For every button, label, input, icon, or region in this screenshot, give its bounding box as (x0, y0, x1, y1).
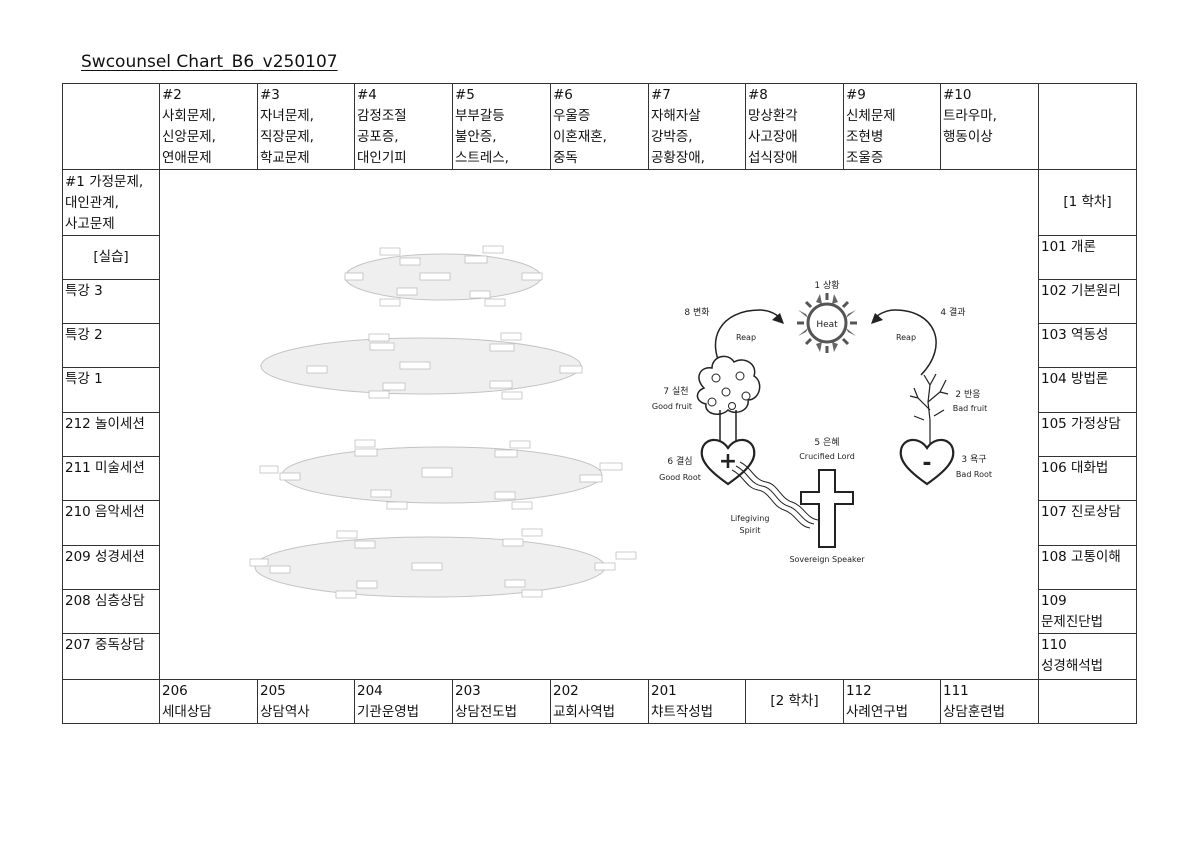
left-cell-1: #1 가정문제, 대인관계, 사고문제 (62, 169, 160, 236)
bottom-cell-202: 202 교회사역법 (550, 679, 649, 724)
good-root-heart-icon (700, 438, 756, 486)
left-cell-210: 210 음악세션 (62, 500, 160, 546)
left-cell-special-1: 특강 1 (62, 367, 160, 413)
result-label: 4 결과 (940, 307, 965, 318)
bad-root-label: Bad Root (956, 470, 992, 479)
reap-arrow-left-icon (772, 313, 784, 324)
spirit-label: Spirit (739, 526, 760, 535)
top-cell-3: #3 자녀문제, 직장문제, 학교문제 (257, 83, 355, 170)
top-cell-num: #4 (357, 87, 377, 103)
bad-root-heart-icon (899, 438, 955, 486)
reaction-label: 2 반응 (955, 389, 980, 400)
top-cell-num: #9 (846, 87, 866, 103)
good-fruit-label: Good fruit (652, 402, 692, 411)
top-cell-4: #4 감정조절 공포증, 대인기피 (354, 83, 453, 170)
change-label: 8 변화 (684, 307, 709, 318)
top-cell-2: #2 사회문제, 신앙문제, 연애문제 (159, 83, 258, 170)
desire-label: 3 욕구 (961, 454, 986, 465)
corner-cell-top-left (62, 83, 160, 170)
top-cell-num: #5 (455, 87, 475, 103)
bottom-cell-203: 203 상담전도법 (452, 679, 551, 724)
right-cell-108: 108 고통이해 (1038, 545, 1137, 590)
right-cell-106: 106 대화법 (1038, 456, 1137, 501)
top-cell-text: 우울증 이혼재혼, 중독 (553, 108, 607, 166)
corner-cell-bottom-right (1038, 679, 1137, 724)
right-cell-term-1: [1 학차] (1038, 169, 1137, 236)
left-cell-practice: [실습] (62, 235, 160, 280)
bottom-cell-term-2: [2 학차] (745, 679, 844, 724)
right-cell-102: 102 기본원리 (1038, 279, 1137, 324)
good-root-label: Good Root (659, 473, 701, 482)
left-cell-special-3: 특강 3 (62, 279, 160, 324)
left-cell-208: 208 심층상담 (62, 589, 160, 634)
top-cell-text: 부부갈등 불안증, 스트레스, (455, 108, 509, 166)
top-cell-num: #8 (748, 87, 768, 103)
decision-label: 6 결심 (667, 456, 692, 467)
center-diagram-area: Heat 1 상황 8 변화 4 결과 Reap Reap 7 실천 Good … (249, 245, 992, 599)
left-cell-207: 207 중독상담 (62, 633, 160, 680)
plus-sign: + (719, 449, 737, 474)
corner-cell-top-right (1038, 83, 1137, 170)
lifegiving-label: Lifegiving (731, 514, 770, 523)
top-cell-text: 트라우마, 행동이상 (943, 108, 997, 145)
bottom-cell-205: 205 상담역사 (257, 679, 355, 724)
bottom-cell-111: 111 상담훈련법 (940, 679, 1039, 724)
left-cell-211: 211 미술세션 (62, 456, 160, 501)
bottom-cell-201: 201 챠트작성법 (648, 679, 746, 724)
right-cell-110: 110 성경해석법 (1038, 633, 1137, 680)
counsel-chart-grid: #2 사회문제, 신앙문제, 연애문제 #3 자녀문제, 직장문제, 학교문제 … (62, 83, 1137, 724)
reap-arrow-right-icon (871, 313, 883, 324)
bottom-cell-204: 204 기관운영법 (354, 679, 453, 724)
left-cell-special-2: 특강 2 (62, 323, 160, 368)
top-cell-num: #3 (260, 87, 280, 103)
top-cell-5: #5 부부갈등 불안증, 스트레스, (452, 83, 551, 170)
corner-cell-bottom-left (62, 679, 160, 724)
top-cell-num: #10 (943, 87, 972, 103)
top-cell-text: 망상환각 사고장애 섭식장애 (748, 108, 798, 166)
reap-arc-left (714, 309, 783, 371)
right-cell-101: 101 개론 (1038, 235, 1137, 280)
bad-fruit-label: Bad fruit (953, 404, 988, 413)
top-cell-text: 자해자살 강박증, 공황장애, (651, 108, 705, 166)
good-tree-icon (696, 355, 761, 444)
document-title: Swcounsel Chart_B6_v250107 (81, 52, 338, 72)
sun-label: 1 상황 (814, 280, 839, 291)
sun-heat-icon: Heat (797, 293, 857, 353)
reap-right-label: Reap (896, 333, 916, 342)
top-cell-text: 사회문제, 신앙문제, 연애문제 (162, 108, 216, 166)
minus-sign: - (922, 451, 931, 476)
top-cell-8: #8 망상환각 사고장애 섭식장애 (745, 83, 844, 170)
left-cell-209: 209 성경세션 (62, 545, 160, 590)
cross-icon (800, 469, 854, 548)
reap-arc-right (872, 309, 937, 376)
reap-left-label: Reap (736, 333, 756, 342)
faded-ellipse-diagrams (249, 245, 637, 599)
crucified-label: Crucified Lord (799, 452, 855, 461)
left-cell-212: 212 놀이세션 (62, 412, 160, 457)
right-cell-107: 107 진로상담 (1038, 500, 1137, 546)
top-cell-num: #6 (553, 87, 573, 103)
top-cell-6: #6 우울증 이혼재혼, 중독 (550, 83, 649, 170)
top-cell-text: 자녀문제, 직장문제, 학교문제 (260, 108, 314, 166)
right-cell-105: 105 가정상담 (1038, 412, 1137, 457)
top-cell-9: #9 신체문제 조현병 조울증 (843, 83, 941, 170)
bottom-cell-206: 206 세대상담 (159, 679, 258, 724)
top-cell-7: #7 자해자살 강박증, 공황장애, (648, 83, 746, 170)
sovereign-label: Sovereign Speaker (789, 555, 865, 564)
top-cell-text: 신체문제 조현병 조울증 (846, 108, 896, 166)
bad-tree-icon (909, 373, 949, 453)
bottom-cell-112: 112 사례연구법 (843, 679, 941, 724)
grace-label: 5 은혜 (814, 436, 839, 448)
right-cell-109: 109 문제진단법 (1038, 589, 1137, 634)
right-cell-104: 104 방법론 (1038, 367, 1137, 413)
top-cell-10: #10 트라우마, 행동이상 (940, 83, 1039, 170)
right-cell-103: 103 역동성 (1038, 323, 1137, 368)
top-cell-text: 감정조절 공포증, 대인기피 (357, 108, 407, 166)
spirit-wave-lines (731, 461, 819, 529)
sun-inner-label: Heat (816, 320, 838, 330)
top-cell-num: #7 (651, 87, 671, 103)
practice-label: 7 실천 (663, 386, 688, 397)
top-cell-num: #2 (162, 87, 182, 103)
